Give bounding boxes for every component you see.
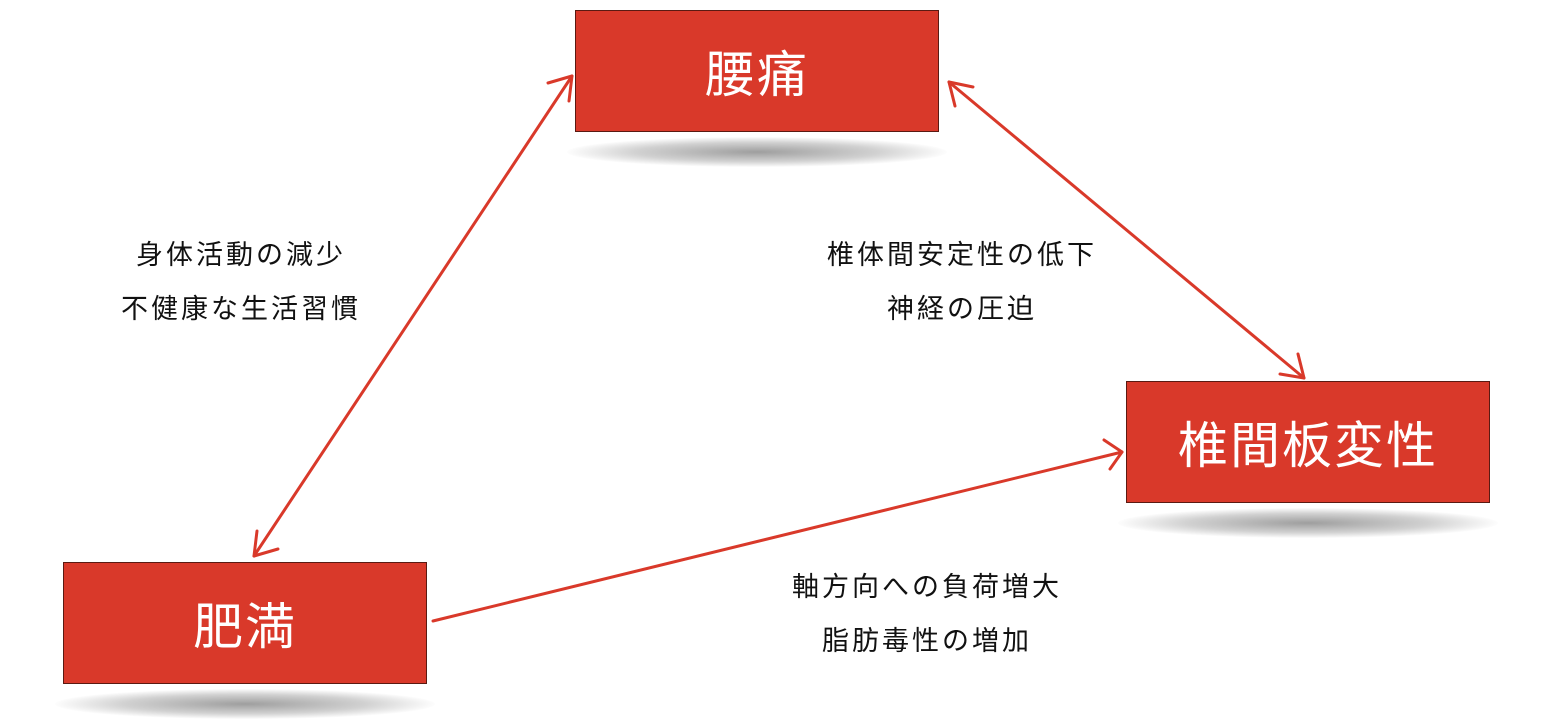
edge-label-line: 神経の圧迫 xyxy=(887,294,1037,325)
node-shadow-right xyxy=(1118,508,1498,538)
edge-label-line: 軸方向への負荷増大 xyxy=(792,572,1062,603)
node-obesity-label: 肥満 xyxy=(193,598,297,656)
edge-label-pain-disc: 椎体間安定性の低下 神経の圧迫 xyxy=(802,229,1122,337)
node-shadow-left xyxy=(55,689,435,719)
edge-label-obesity-disc: 軸方向への負荷増大 脂肪毒性の増加 xyxy=(772,561,1082,669)
arrow-head-bottom xyxy=(1278,352,1306,380)
edge-label-line: 不健康な生活習慣 xyxy=(121,294,361,325)
edge-label-line: 椎体間安定性の低下 xyxy=(827,240,1097,271)
arrow-head-up xyxy=(546,74,574,103)
arrow-pain-disc xyxy=(947,80,1306,380)
edge-label-line: 脂肪毒性の増加 xyxy=(822,626,1032,657)
arrow-head-top xyxy=(947,80,975,108)
arrow-head-right xyxy=(1102,438,1124,471)
edge-label-obesity-pain: 身体活動の減少 不健康な生活習慣 xyxy=(96,229,386,337)
edge-label-line: 身体活動の減少 xyxy=(136,240,346,271)
arrow-obesity-pain xyxy=(252,74,574,558)
node-disc-degeneration: 椎間板変性 xyxy=(1126,381,1490,503)
node-disc-degeneration-label: 椎間板変性 xyxy=(1178,417,1438,475)
arrow-head-down xyxy=(252,529,280,558)
arrow-obesity-disc xyxy=(431,438,1124,623)
node-low-back-pain: 腰痛 xyxy=(575,10,939,132)
node-obesity: 肥満 xyxy=(63,562,427,684)
node-low-back-pain-label: 腰痛 xyxy=(705,46,809,104)
node-shadow-top xyxy=(567,137,947,167)
